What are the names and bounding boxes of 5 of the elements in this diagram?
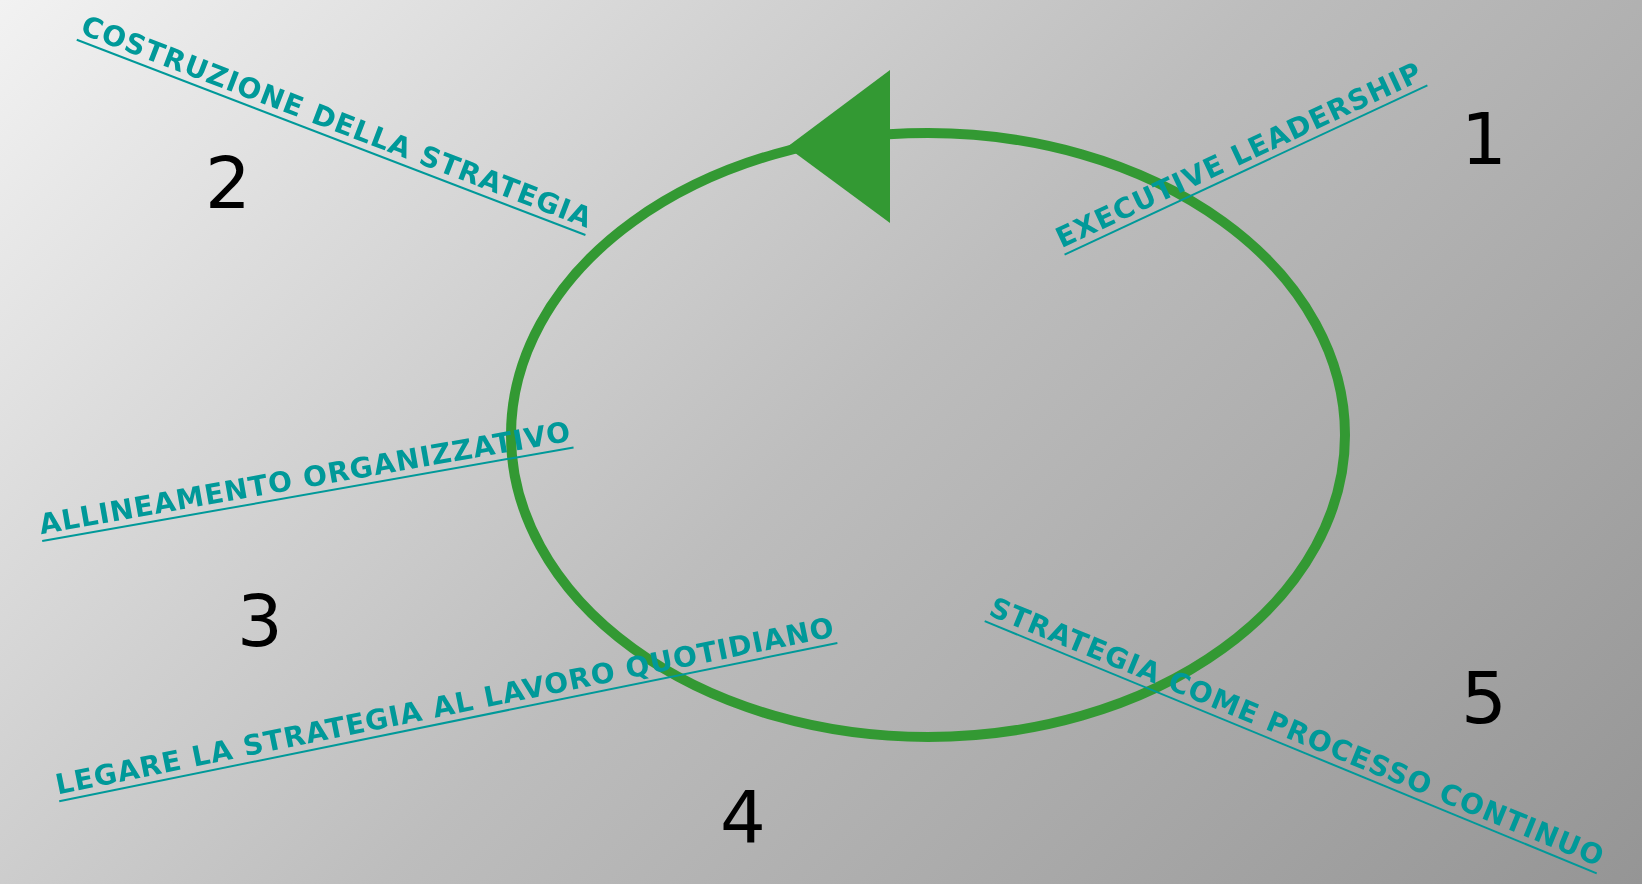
step-number: 2 — [205, 147, 251, 219]
step-number: 1 — [1461, 103, 1507, 175]
step-number: 4 — [720, 781, 766, 853]
step-number: 3 — [237, 585, 283, 657]
step-number: 5 — [1461, 662, 1507, 734]
